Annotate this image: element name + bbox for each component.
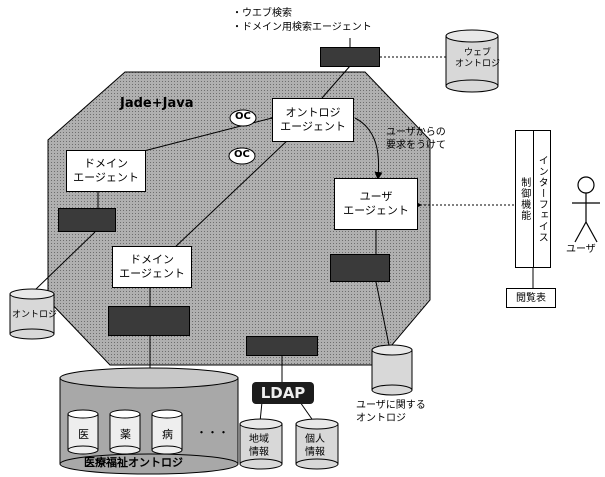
control-label: 制御機能 <box>518 177 530 221</box>
medical-cell-1-label: 医 <box>78 428 89 441</box>
user-agent-box: ユーザ エージェント <box>334 178 418 230</box>
web-module-box <box>320 47 380 67</box>
ontology-agent-box: オントロジ エージェント <box>272 98 354 142</box>
medical-cell-2-label: 薬 <box>120 428 131 441</box>
left-db-label: オントロジ <box>12 310 58 320</box>
user-database <box>371 344 413 396</box>
left-database <box>9 288 55 340</box>
medical-ellipsis: ・・・ <box>196 426 229 439</box>
edge-module-userdb <box>375 281 391 351</box>
info-2-label: 個人 情報 <box>305 434 325 458</box>
top-right-database <box>445 29 499 93</box>
top-db-label: ウェブ オントロジ <box>455 48 501 70</box>
interface-label: インターフェイス <box>536 155 548 243</box>
domain-agent-2-box: ドメイン エージェント <box>112 246 192 288</box>
user-figure-icon <box>572 176 600 243</box>
manual-box: 閲覧表 <box>506 288 556 308</box>
info-database-2 <box>295 418 339 470</box>
user-label: ユーザ <box>566 244 596 255</box>
oc2-ellipse <box>228 147 256 165</box>
user-query-label: ユーザからの 要求をうけて <box>386 127 446 151</box>
edge-ontology-domain2 <box>171 130 298 251</box>
info-database-1 <box>239 418 283 470</box>
medical-cell-2 <box>109 409 141 455</box>
info-1-label: 地域 情報 <box>249 434 269 458</box>
domain2-module-box <box>108 306 190 336</box>
interface-column: インターフェイス <box>534 131 551 267</box>
note-line-1: ・ウエブ検索 <box>232 8 292 19</box>
medical-cell-3-label: 病 <box>162 428 173 441</box>
oc1-label: OC <box>235 111 251 122</box>
oc2-label: OC <box>234 149 250 160</box>
domain1-module-box <box>58 208 116 232</box>
medical-cell-3 <box>151 409 183 455</box>
medical-ontology-label: 医療福祉オントロジ <box>84 456 183 469</box>
center-module-box <box>246 336 318 356</box>
domain-agent-1-box: ドメイン エージェント <box>66 150 146 192</box>
note-line-2: ・ドメイン用検索エージェント <box>232 22 372 33</box>
connector-webmod-ontology <box>321 65 351 99</box>
edge-module-leftdb <box>34 231 96 291</box>
user-db-label: ユーザに関する オントロジ <box>356 400 426 424</box>
interface-panel: 制御機能 インターフェイス <box>515 130 551 268</box>
control-column: 制御機能 <box>516 131 534 267</box>
edge-ontology-user <box>354 117 383 180</box>
diagram-title: Jade+Java <box>120 96 194 111</box>
oc1-ellipse <box>229 109 257 127</box>
user-module-box <box>330 254 390 282</box>
ldap-box: LDAP <box>252 382 314 404</box>
medical-cell-1 <box>67 409 99 455</box>
